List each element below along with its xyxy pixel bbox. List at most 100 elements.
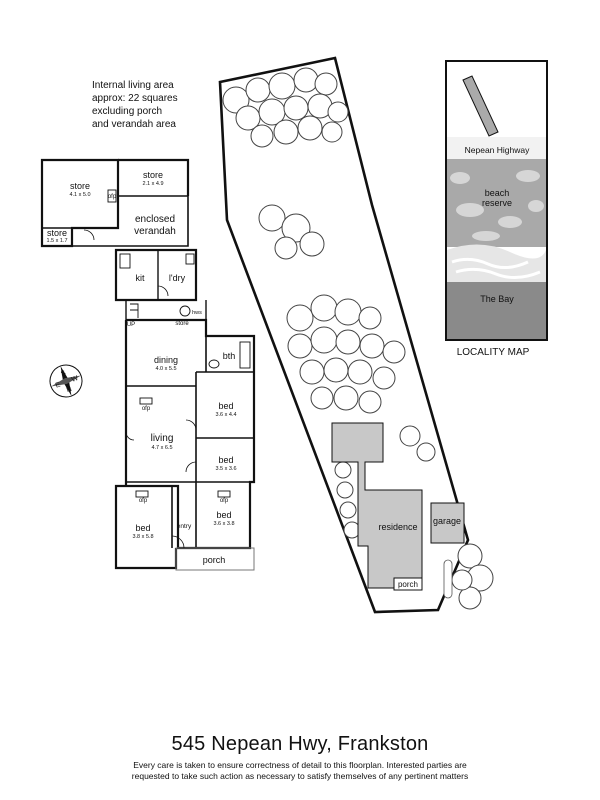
- room-dims: 3.8 x 5.8: [132, 534, 153, 540]
- room-label: bed: [216, 510, 231, 520]
- fireplace-label: ofp: [108, 194, 117, 200]
- tree-icon: [281, 213, 311, 243]
- locality-map: Nepean Highway beach reserve The Bay LOC…: [445, 60, 548, 358]
- tree-icon: [339, 501, 357, 519]
- tree-icon: [335, 329, 361, 355]
- room-label: kit: [136, 273, 145, 283]
- room-label: verandah: [134, 226, 176, 237]
- verandah-walls: [72, 195, 189, 247]
- beach-label: beach: [485, 188, 510, 198]
- fireplace-label: ofp: [220, 498, 229, 504]
- tree-icon: [359, 333, 385, 359]
- tree-icon: [314, 72, 338, 96]
- tree-icon: [287, 333, 313, 359]
- room-dims: 1.5 x 1.7: [46, 238, 67, 244]
- tree-icon: [321, 121, 343, 143]
- kitchen-walls: [114, 248, 198, 302]
- door-swing: [171, 535, 185, 549]
- trees: [222, 67, 494, 610]
- road-icon: [462, 75, 499, 137]
- disclaimer-line: Every care is taken to ensure correctnes…: [133, 760, 467, 770]
- site-porch-outline: [393, 577, 423, 591]
- tree-icon: [358, 390, 382, 414]
- room-label: porch: [203, 555, 226, 565]
- compass-icon: N S E W: [49, 364, 83, 398]
- stair-label: UP: [127, 322, 135, 328]
- note-line: excluding porch: [92, 106, 163, 117]
- tree-icon: [268, 72, 296, 100]
- hws-fixture: [179, 305, 191, 317]
- tree-icon: [416, 442, 436, 462]
- compass-s: S: [60, 370, 67, 378]
- tree-icon: [250, 124, 274, 148]
- room-label: store: [175, 321, 189, 327]
- floor-plan-labels: store 4.1 x 5.0 store 2.1 x 4.9 ofp stor…: [46, 170, 236, 565]
- tree-icon: [451, 569, 473, 591]
- garage-label: garage: [433, 516, 461, 526]
- bath-fixture: [239, 341, 251, 369]
- room-label: dining: [154, 355, 178, 365]
- tree-icon: [458, 586, 482, 610]
- reserve-label: reserve: [482, 198, 512, 208]
- shoreline: [447, 244, 546, 282]
- room-label: enclosed: [135, 214, 175, 225]
- tree-icon: [286, 304, 314, 332]
- reserve-pattern: [450, 170, 544, 241]
- laundry-tub: [185, 253, 195, 265]
- compass-n: N: [66, 386, 73, 394]
- tree-icon: [336, 481, 354, 499]
- room-label: store: [70, 181, 90, 191]
- note-line: Internal living area: [92, 80, 174, 91]
- compass-w: W: [71, 375, 80, 384]
- tree-icon: [258, 204, 286, 232]
- disclaimer-line: requested to take such action as necessa…: [131, 771, 469, 781]
- note-line: approx: 22 squares: [92, 93, 178, 104]
- room-dims: 3.6 x 4.4: [215, 412, 236, 418]
- tree-icon: [457, 543, 483, 569]
- room-label: store: [47, 228, 67, 238]
- site-porch-label: porch: [398, 580, 418, 589]
- door-swing: [125, 431, 135, 441]
- tree-icon: [334, 298, 362, 326]
- door-swing: [83, 229, 95, 241]
- door-swing: [185, 419, 197, 431]
- tree-icon: [323, 357, 349, 383]
- tree-icon: [299, 231, 325, 257]
- tree-icon: [327, 101, 349, 123]
- door-swing: [157, 285, 169, 297]
- fireplace-living: [139, 397, 153, 405]
- room-dims: 4.7 x 6.5: [151, 445, 172, 451]
- tree-icon: [293, 67, 319, 93]
- tree-icon: [347, 359, 373, 385]
- stair-up: [130, 303, 139, 318]
- fireplace-store: [107, 189, 117, 203]
- locality-map-caption: LOCALITY MAP: [457, 347, 530, 358]
- disclaimer: Every care is taken to ensure correctnes…: [0, 760, 600, 782]
- room-label: l'dry: [169, 273, 186, 283]
- site-plan: residence garage porch: [218, 56, 494, 614]
- wave-lines: [451, 257, 541, 279]
- door-swing: [185, 461, 197, 473]
- residence-label: residence: [378, 522, 417, 532]
- room-label: store: [143, 170, 163, 180]
- tree-icon: [333, 385, 359, 411]
- room-label: living: [151, 433, 174, 444]
- room-label: entry: [177, 523, 192, 530]
- highway-label: Nepean Highway: [465, 145, 530, 155]
- living-area-note: Internal living area approx: 22 squares …: [92, 79, 178, 131]
- tree-icon: [310, 386, 334, 410]
- tree-icon: [310, 294, 338, 322]
- fireplace-label: ofp: [139, 498, 148, 504]
- store-top-walls: [118, 158, 190, 196]
- tree-icon: [273, 119, 299, 145]
- fireplace-bed4: [217, 490, 231, 498]
- tree-icon: [372, 366, 396, 390]
- tree-icon: [222, 86, 250, 114]
- tree-icon: [297, 115, 323, 141]
- bay-label: The Bay: [480, 294, 514, 304]
- driveway-marker: [443, 559, 453, 599]
- room-dims: 3.6 x 3.8: [213, 521, 234, 527]
- address-title: 545 Nepean Hwy, Frankston: [171, 733, 429, 755]
- basin-fixture: [208, 359, 220, 369]
